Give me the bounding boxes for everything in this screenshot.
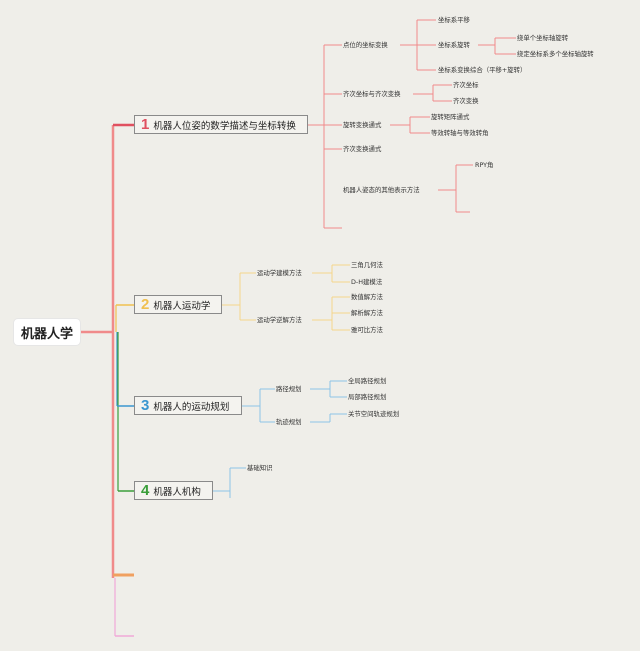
topic-homogeneous[interactable]: 齐次坐标与齐次变换 [343,90,401,98]
topic-combined-transform[interactable]: 坐标系变换综合（平移+旋转） [438,66,527,74]
branch-3-node[interactable]: 3 机器人的运动规划 [134,396,242,415]
topic-jacobian[interactable]: 雅可比方法 [351,326,383,334]
topic-basic-knowledge[interactable]: 基础知识 [247,464,273,472]
topic-triangle-geometry[interactable]: 三角几何法 [351,261,383,269]
topic-kinematic-modeling[interactable]: 运动学建模方法 [257,269,302,277]
branch-1-label: 机器人位姿的数学描述与坐标转换 [153,120,296,132]
topic-trajectory-planning[interactable]: 轨迹规划 [276,418,302,426]
topic-homogeneous-transform[interactable]: 齐次变换 [453,97,479,105]
topic-rpy[interactable]: RPY角 [475,161,494,169]
topic-equivalent-axis-angle[interactable]: 等效转轴与等效转角 [431,129,489,137]
branch-2-node[interactable]: 2 机器人运动学 [134,295,222,314]
branch-4-node[interactable]: 4 机器人机构 [134,481,213,500]
branch-3-label: 机器人的运动规划 [153,401,230,413]
topic-analytical-solution[interactable]: 解析解方法 [351,309,383,317]
topic-point-coordinate-transform[interactable]: 点位的坐标变换 [343,41,388,49]
topic-rotate-single-axis[interactable]: 绕单个坐标轴旋转 [517,34,569,42]
topic-rotate-multi-axis[interactable]: 绕定坐标系多个坐标轴旋转 [517,50,594,58]
topic-frame-translation[interactable]: 坐标系平移 [438,16,470,24]
branch2-subtree-lines [222,264,350,331]
topic-other-pose-representation[interactable]: 机器人姿态的其他表示方法 [343,186,420,194]
topic-numerical-solution[interactable]: 数值解方法 [351,293,383,301]
topic-global-path[interactable]: 全局路径规划 [348,377,387,385]
branch-1-number: 1 [141,116,150,133]
branch-4-number: 4 [141,482,150,499]
branch-2-label: 机器人运动学 [153,300,211,312]
branch-3-number: 3 [141,397,150,414]
branch4-subtree-lines [213,467,246,498]
topic-joint-space-trajectory[interactable]: 关节空间轨迹规划 [348,410,400,418]
topic-path-planning[interactable]: 路径规划 [276,385,302,393]
root-node[interactable]: 机器人学 [14,319,80,345]
branch1-subtree-lines [308,19,516,229]
topic-rotation-matrix-general[interactable]: 旋转矩阵通式 [431,113,470,121]
topic-local-path[interactable]: 局部路径规划 [348,393,387,401]
topic-rotation-general[interactable]: 旋转变换通式 [343,121,382,129]
topic-homogeneous-general[interactable]: 齐次变换通式 [343,145,382,153]
topic-frame-rotation[interactable]: 坐标系旋转 [438,41,470,49]
branch-4-label: 机器人机构 [153,486,201,498]
branch3-subtree-lines [242,380,347,423]
topic-inverse-kinematics[interactable]: 运动学逆解方法 [257,316,302,324]
branch-1-node[interactable]: 1 机器人位姿的数学描述与坐标转换 [134,115,308,134]
topic-dh-modeling[interactable]: D-H建模法 [351,278,383,286]
branch-2-number: 2 [141,296,150,313]
topic-homogeneous-coords[interactable]: 齐次坐标 [453,81,479,89]
